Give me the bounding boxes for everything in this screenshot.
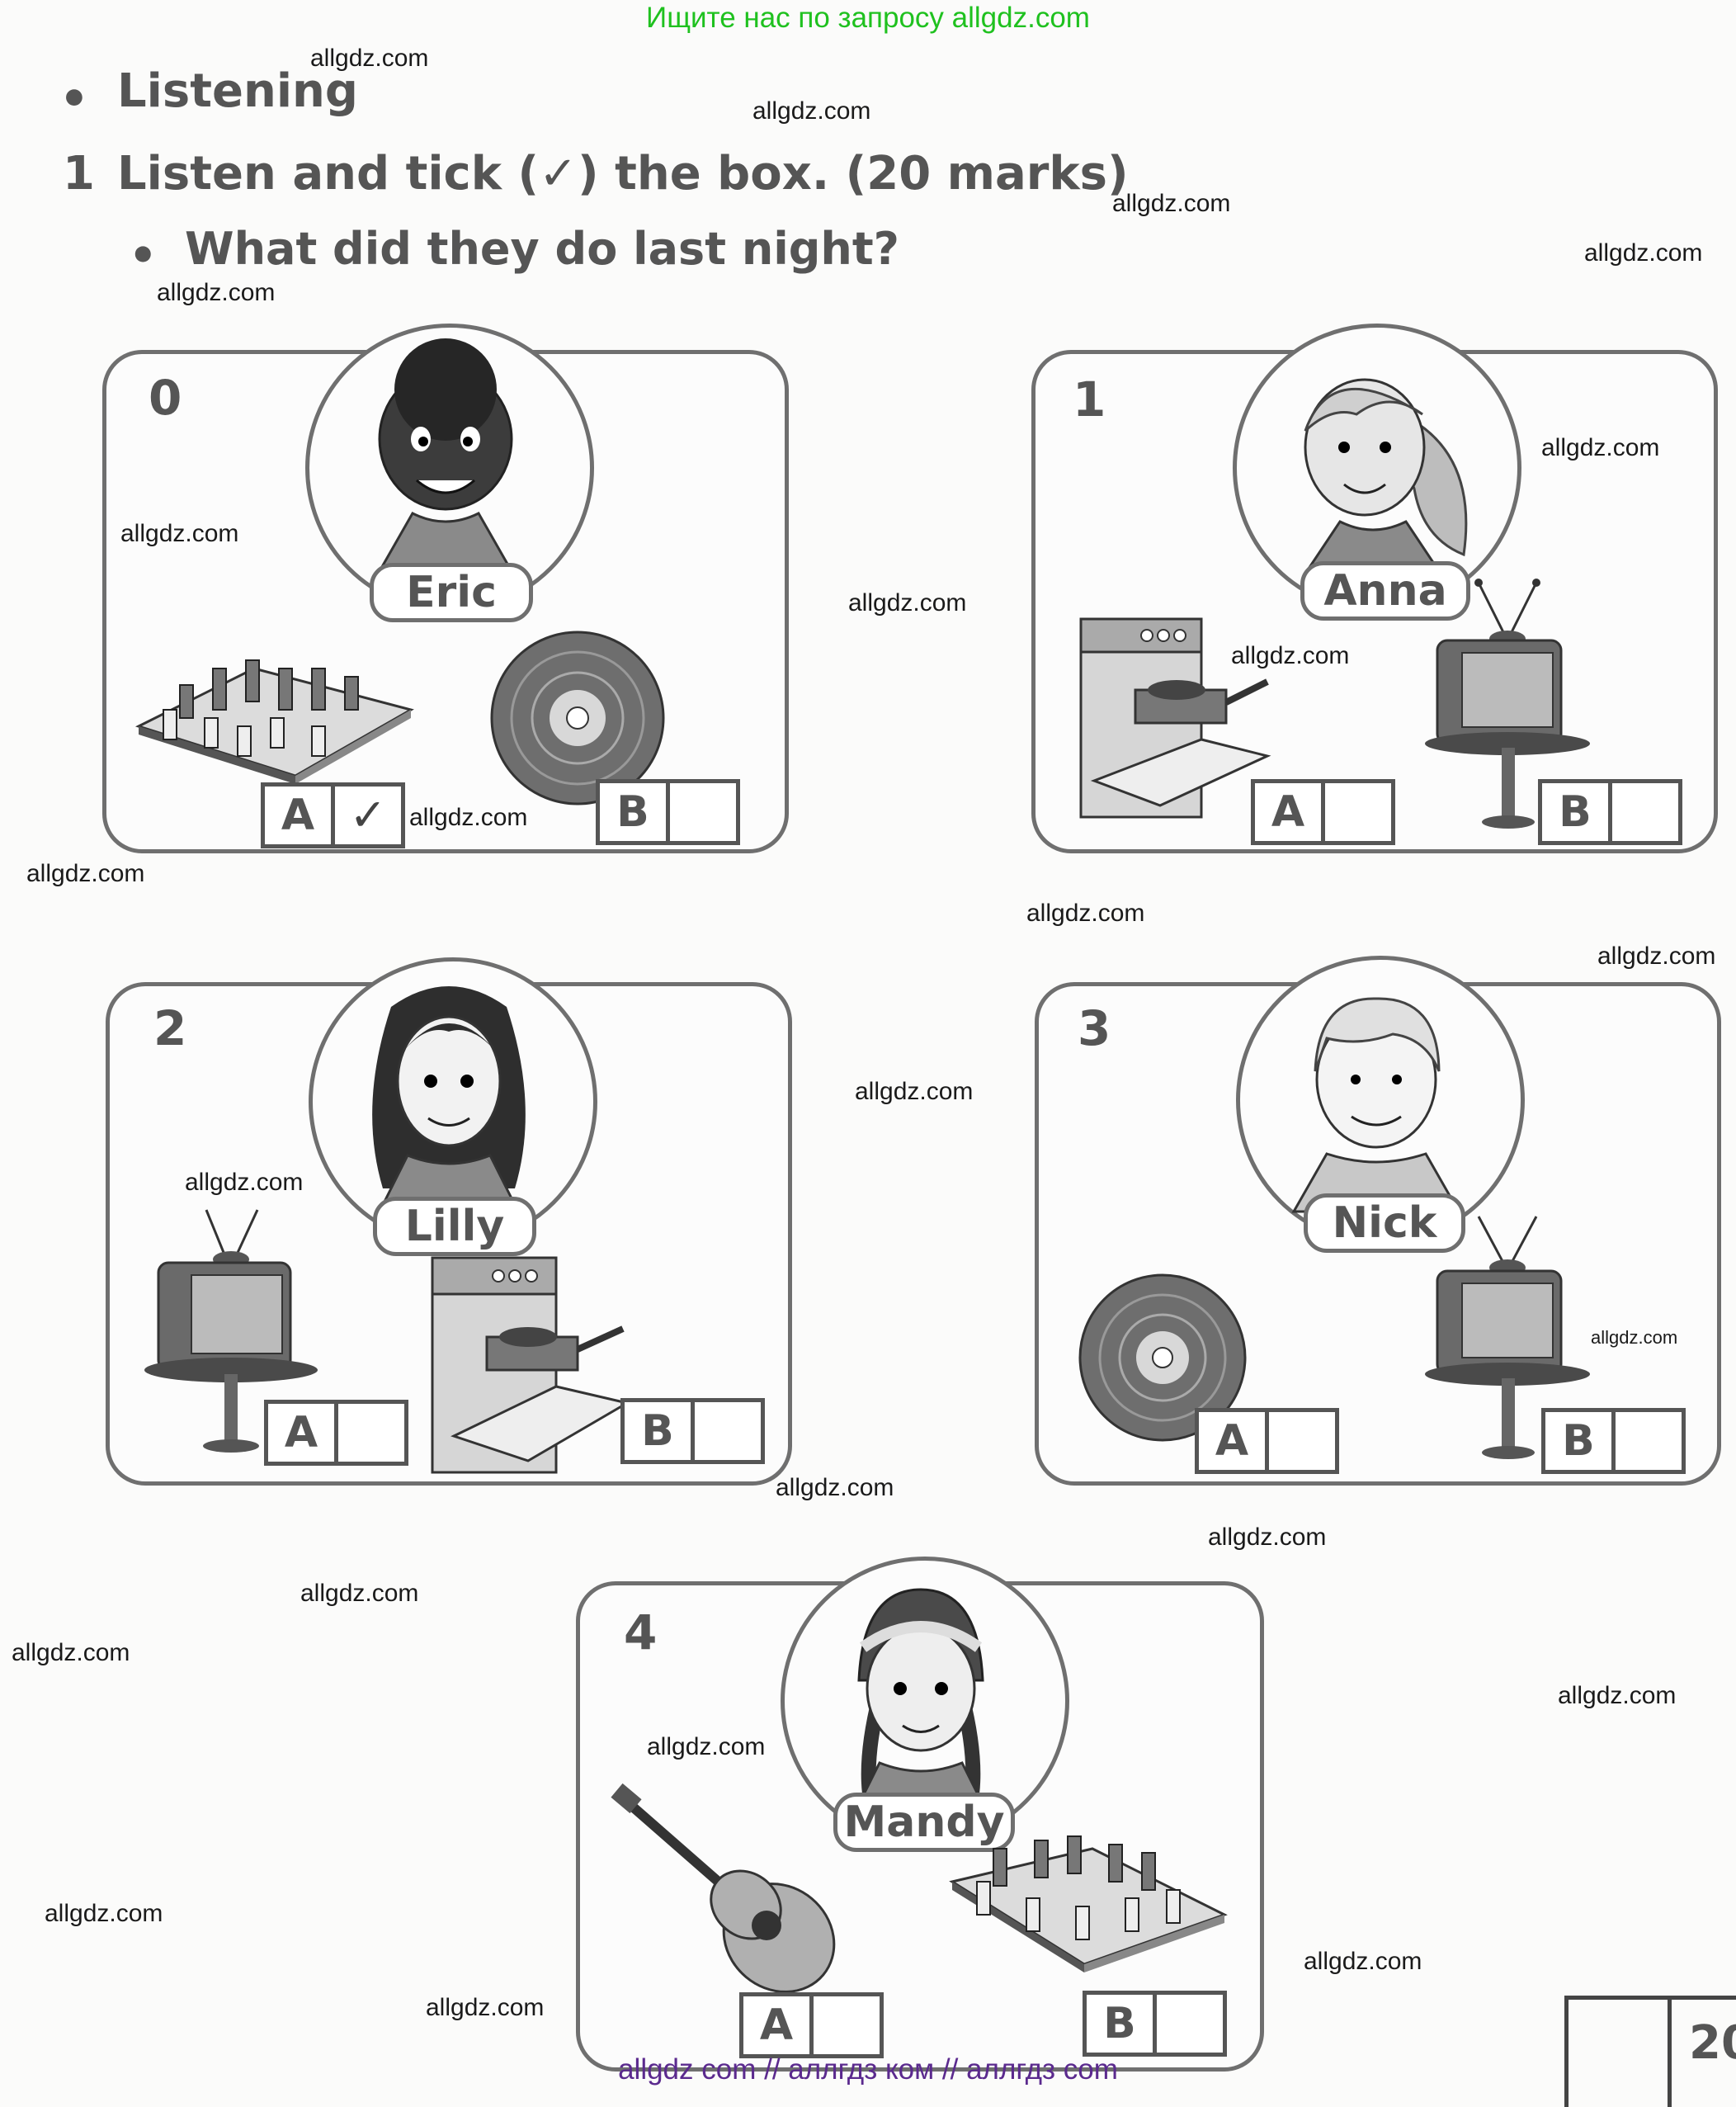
question-text: What did they do last night? [185,223,900,275]
section-title: Listening [117,64,358,118]
option-b-box[interactable]: B [620,1398,765,1464]
score-total: 20 [1689,2016,1736,2070]
option-a-box[interactable]: A ✓ [261,782,405,848]
watermark: allgdz.com [1584,239,1703,267]
panel-number: 0 [149,370,182,426]
score-box: 20 [1564,1996,1736,2107]
panel-number: 2 [153,1000,187,1056]
tv-icon [1425,1216,1590,1459]
question-bullet: • [129,229,158,281]
cd-disc-icon [490,631,665,805]
watermark: allgdz.com [776,1474,894,1501]
panel-number: 4 [624,1604,658,1661]
watermark: allgdz.com [752,97,871,125]
name-tag: Eric [370,563,533,622]
option-b-label: B [625,1402,695,1460]
option-a-checkbox[interactable] [814,1996,880,2054]
footer-links[interactable]: allgdz com // аллгдз ком // аллгдз com [618,2053,1118,2086]
watermark: allgdz.com [1026,900,1145,927]
section-bullet: • [59,73,89,126]
option-a-checkbox[interactable] [1325,783,1391,841]
watermark: allgdz.com [310,45,429,72]
chess-board-icon [949,1835,1228,1972]
watermark: allgdz.com [1112,190,1231,217]
guitar-icon [611,1783,836,1993]
option-b-checkbox[interactable] [695,1402,761,1460]
exercise-number: 1 [63,147,95,201]
watermark: allgdz.com [1208,1524,1327,1551]
watermark: allgdz.com [1597,942,1716,970]
option-b-checkbox[interactable] [1612,783,1678,841]
name-tag: Anna [1300,561,1470,621]
girl-portrait-icon [372,986,526,1207]
option-a-label: A [1255,783,1325,841]
watermark: allgdz.com [409,804,528,831]
option-b-label: B [1542,783,1612,841]
option-a-checkbox[interactable] [1269,1412,1335,1470]
option-b-label: B [600,783,670,841]
watermark: allgdz.com [1558,1682,1677,1709]
watermark: allgdz.com [1541,434,1660,461]
option-b-box[interactable]: B [596,779,740,845]
watermark: allgdz.com [848,589,967,617]
boy-portrait-icon [377,338,514,573]
option-a-checkbox[interactable]: ✓ [349,789,387,841]
top-banner[interactable]: Ищите нас по запросу allgdz.com [646,2,1090,34]
watermark: allgdz.com [157,279,276,306]
score-divider [1668,2000,1672,2107]
option-a-box[interactable]: A [739,1992,884,2058]
watermark: allgdz.com [1231,642,1350,669]
option-b-checkbox[interactable] [1616,1412,1682,1470]
option-b-label: B [1545,1412,1616,1470]
exercise-instruction: Listen and tick (✓) the box. (20 marks) [117,147,1129,201]
option-a-label: A [265,787,335,844]
option-a-label: A [268,1404,338,1462]
watermark: allgdz.com [855,1078,974,1105]
watermark: allgdz.com [26,860,145,887]
watermark: allgdz.com [300,1580,419,1607]
panel-number: 1 [1073,371,1106,428]
oven-icon [1079,617,1271,819]
watermark: allgdz.com [647,1733,766,1760]
option-a-box[interactable]: A [1195,1408,1339,1474]
option-b-box[interactable]: B [1538,779,1682,845]
oven-icon [431,1256,631,1474]
watermark: allgdz.com [426,1994,545,2021]
chess-board-icon [135,659,414,784]
watermark: allgdz.com [12,1639,130,1666]
girl-portrait-icon [1304,378,1468,573]
name-tag: Nick [1304,1193,1465,1253]
name-tag: Mandy [833,1793,1015,1852]
watermark: allgdz.com [185,1169,304,1196]
watermark: allgdz.com [45,1900,163,1927]
watermark: allgdz.com [1591,1327,1678,1348]
option-b-checkbox[interactable] [1157,1995,1223,2053]
option-b-box[interactable]: B [1083,1991,1227,2057]
name-tag: Lilly [373,1197,536,1256]
option-a-label: A [743,1996,814,2054]
tv-icon [144,1209,318,1453]
option-a-box[interactable]: A [264,1400,408,1466]
option-a-label: A [1199,1412,1269,1470]
watermark: allgdz.com [1304,1948,1422,1975]
cd-disc-icon [1078,1273,1247,1442]
option-a-checkbox[interactable] [338,1404,404,1462]
option-b-label: B [1087,1995,1157,2053]
option-b-box[interactable]: B [1541,1408,1686,1474]
panel-number: 3 [1078,1000,1111,1056]
option-a-box[interactable]: A [1251,779,1395,845]
watermark: allgdz.com [120,520,239,547]
option-b-checkbox[interactable] [670,783,736,841]
tv-icon [1425,579,1590,829]
